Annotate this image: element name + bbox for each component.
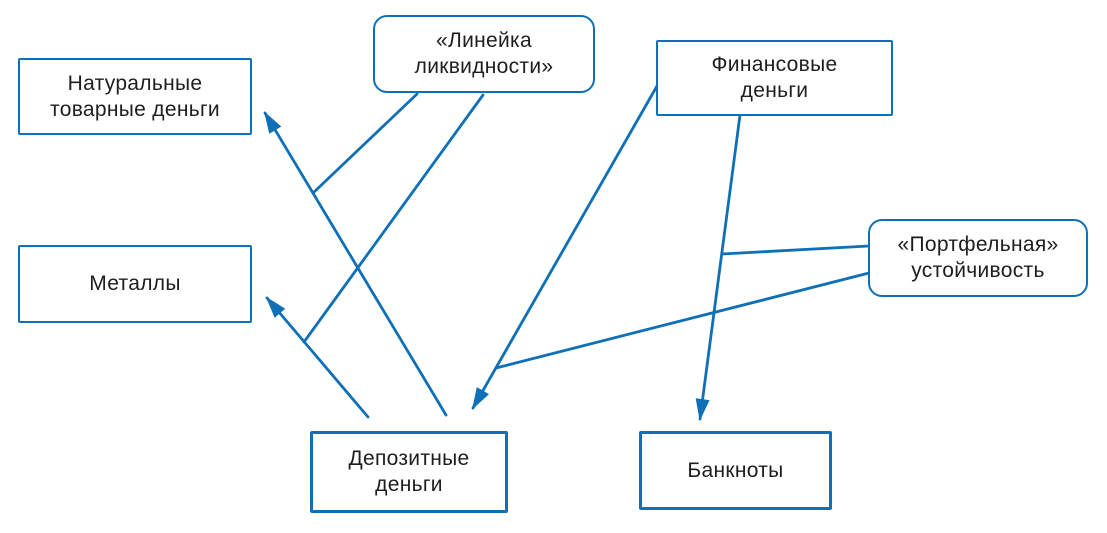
edge-deposit-to-metals-arrow (265, 296, 370, 419)
node-label: Металлы (89, 272, 181, 295)
node-label: Депозитные деньги (348, 447, 470, 496)
node-label: Банкноты (687, 458, 784, 482)
edge-financial-to-deposit-arrow (471, 84, 659, 410)
node-metals: Металлы (18, 245, 252, 323)
node-banknotes: Банкноты (639, 431, 832, 510)
edge-deposit-to-natural-arrow (263, 111, 448, 417)
node-portfolio-stability: «Портфельная» устойчивость (868, 219, 1088, 297)
node-natural-commodity-money: Натуральные товарные деньги (18, 58, 252, 135)
node-label: «Портфельная» устойчивость (897, 233, 1059, 282)
connector-portfolio-to-banknotes-edge (720, 244, 871, 256)
node-label: «Линейка ликвидности» (414, 29, 554, 78)
node-deposit-money: Депозитные деньги (310, 431, 508, 513)
connector-portfolio-to-deposit-edge (494, 271, 871, 370)
node-liquidity-line: «Линейка ликвидности» (373, 15, 595, 93)
node-label: Финансовые деньги (711, 53, 838, 102)
node-financial-money: Финансовые деньги (656, 40, 893, 116)
connector-liquidity-to-natural-edge (311, 92, 419, 195)
edge-financial-to-banknotes-arrow (695, 113, 742, 421)
node-label: Натуральные товарные деньги (50, 71, 220, 121)
connector-liquidity-to-metals-edge (302, 93, 485, 344)
